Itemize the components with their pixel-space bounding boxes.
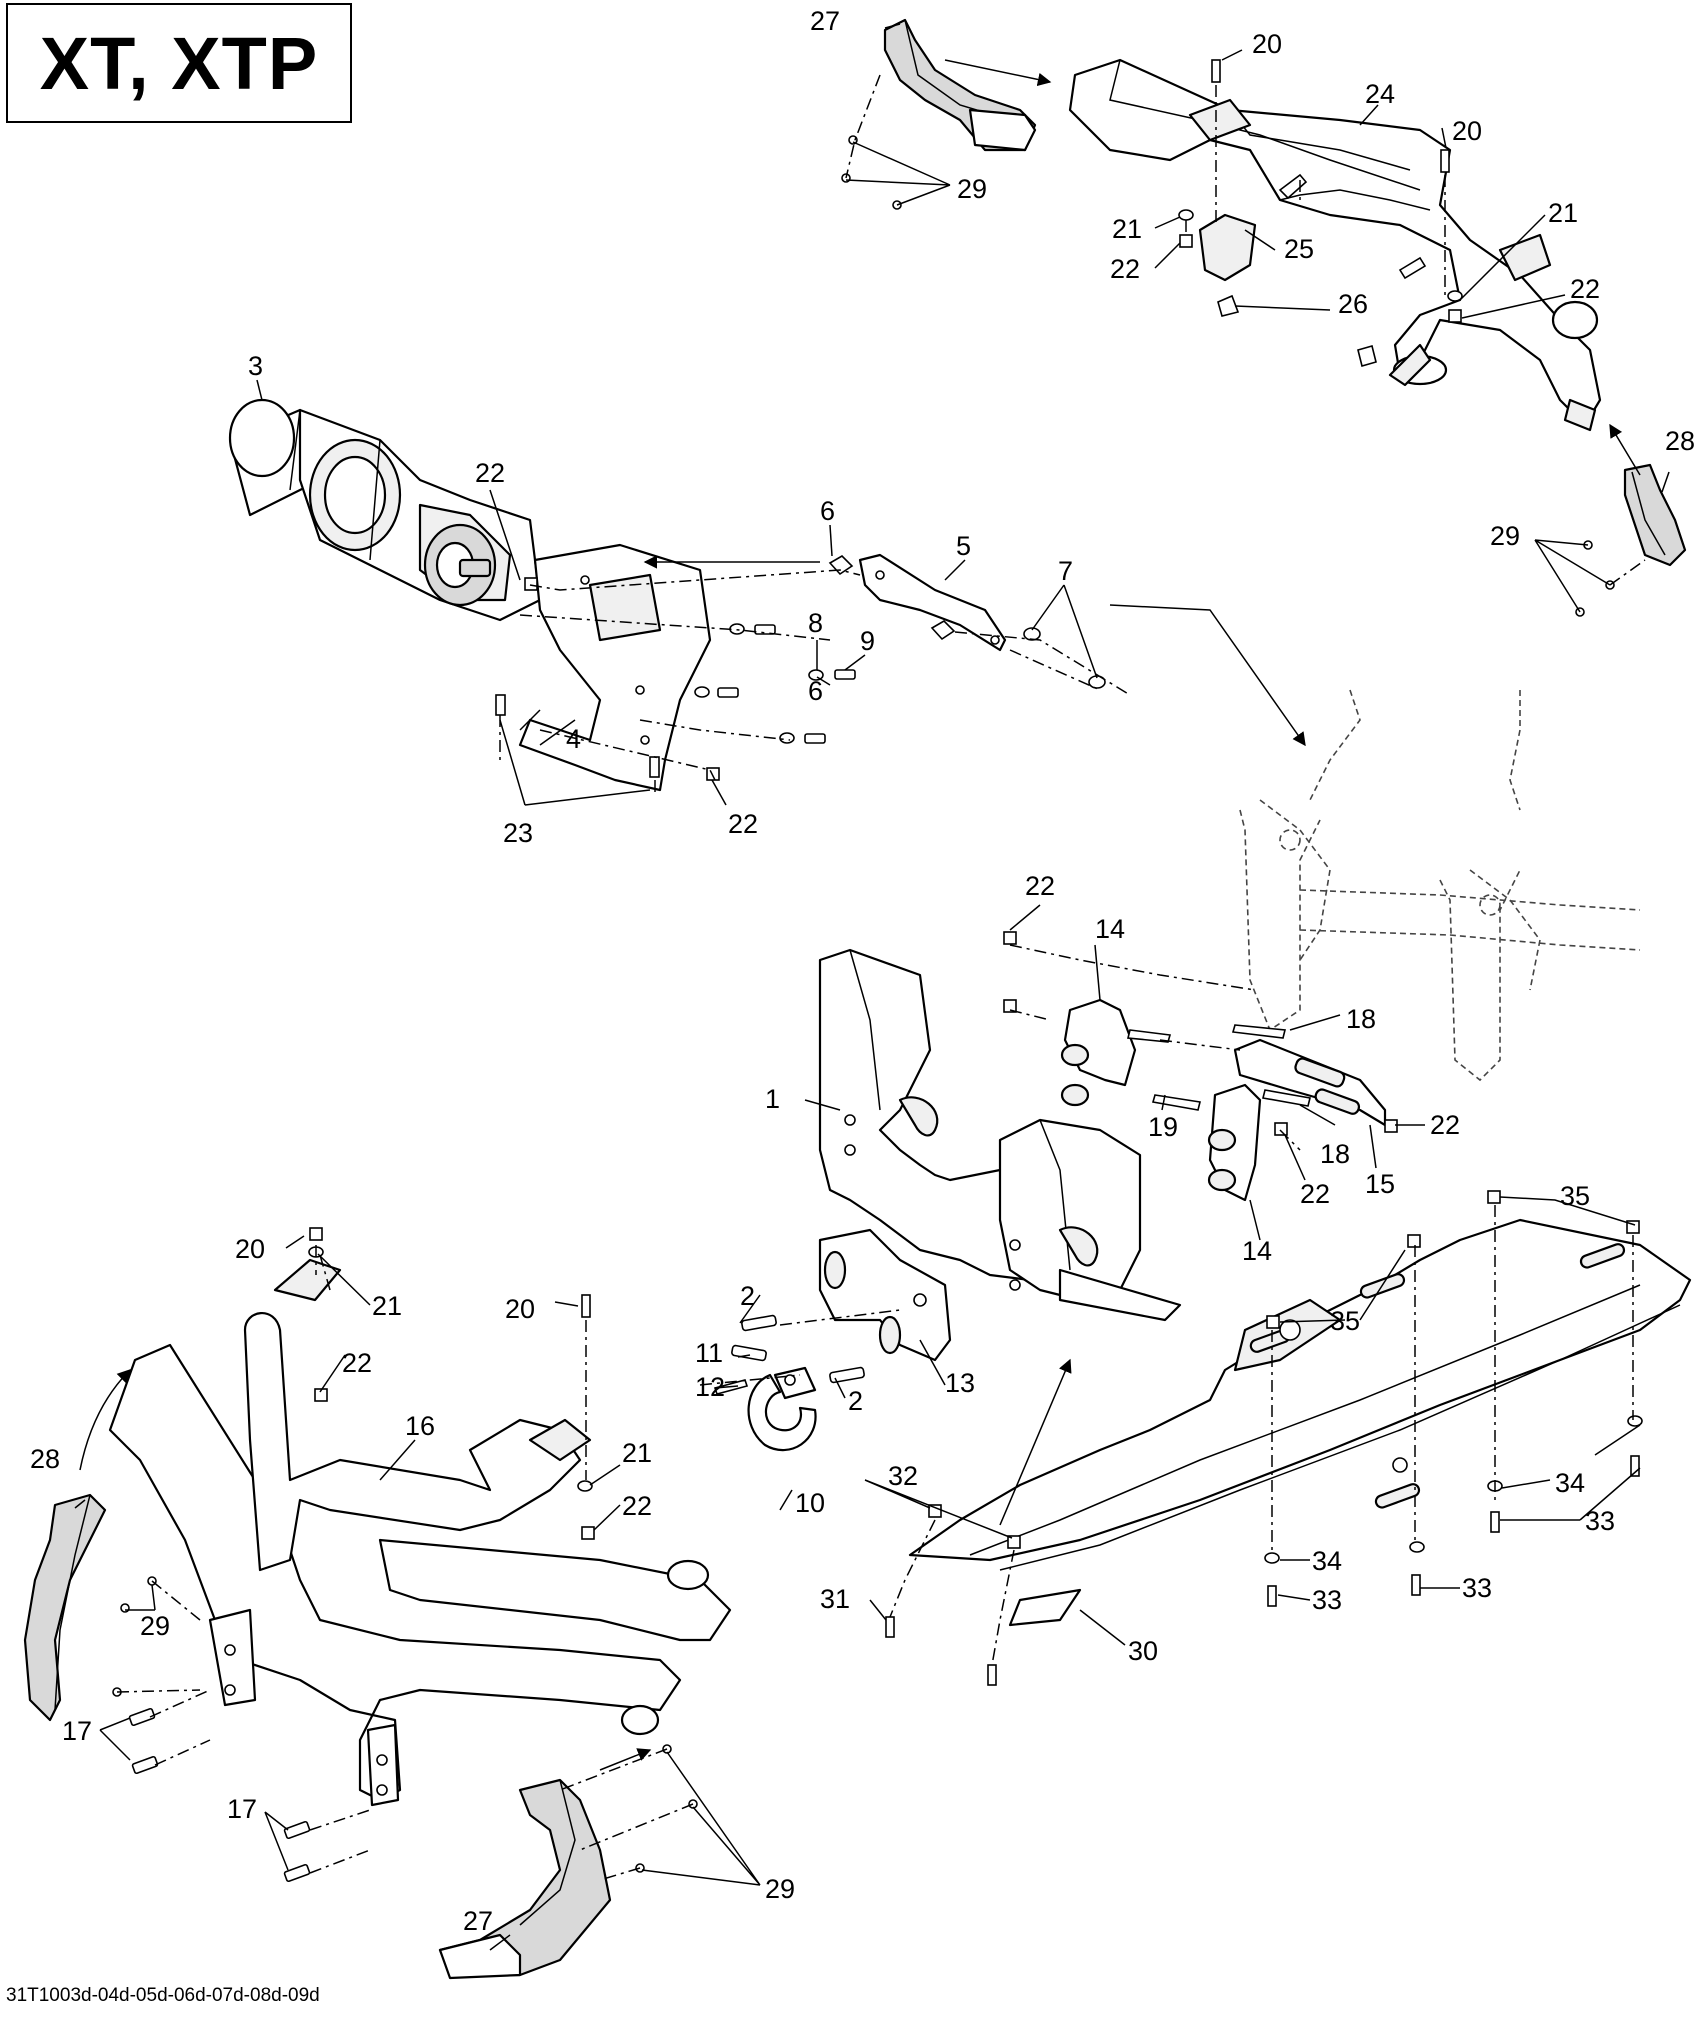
callout: 21 [622, 1438, 652, 1468]
tow-hook [747, 1366, 817, 1452]
callout: 1 [765, 1084, 780, 1114]
callout: 21 [1548, 198, 1578, 228]
callout: 6 [808, 676, 823, 706]
callout: 20 [1252, 29, 1282, 59]
hand-deflector-right [1623, 463, 1687, 567]
callout: 20 [235, 1234, 265, 1264]
callout: 34 [1312, 1546, 1342, 1576]
frame-reference-ghost [1239, 689, 1641, 1082]
callout: 31 [820, 1584, 850, 1614]
callout: 4 [566, 724, 581, 754]
hand-deflector-left [23, 1493, 107, 1722]
callout: 7 [1058, 556, 1073, 586]
callout: 27 [463, 1906, 493, 1936]
callout: 16 [405, 1411, 435, 1441]
callout: 25 [1284, 234, 1314, 264]
callout: 26 [1338, 289, 1368, 319]
callout: 29 [765, 1874, 795, 1904]
callout: 29 [140, 1611, 170, 1641]
callout: 34 [1555, 1468, 1585, 1498]
callout: 27 [810, 6, 840, 36]
callout: 22 [1430, 1110, 1460, 1140]
callout: 22 [342, 1348, 372, 1378]
callout: 35 [1560, 1181, 1590, 1211]
callout: 35 [1330, 1306, 1360, 1336]
callout: 21 [372, 1291, 402, 1321]
callout: 21 [1112, 214, 1142, 244]
callout: 32 [888, 1461, 918, 1491]
callout: 2 [848, 1386, 863, 1416]
callout: 22 [1300, 1179, 1330, 1209]
callout: 19 [1148, 1112, 1178, 1142]
callout: 5 [956, 531, 971, 561]
front-bumper-upper [1068, 58, 1602, 432]
callout: 22 [1570, 274, 1600, 304]
callout: 29 [1490, 521, 1520, 551]
callout: 18 [1346, 1004, 1376, 1034]
callout: 33 [1585, 1506, 1615, 1536]
callout: 22 [622, 1491, 652, 1521]
bracket-right [1207, 1083, 1262, 1202]
callout: 2 [740, 1281, 755, 1311]
callout: 14 [1242, 1236, 1272, 1266]
bracket-left [1060, 998, 1137, 1107]
callout: 15 [1365, 1169, 1395, 1199]
callout: 9 [860, 626, 875, 656]
callout: 14 [1095, 914, 1125, 944]
leader-lines [74, 23, 1670, 1951]
callout: 30 [1128, 1636, 1158, 1666]
callout: 22 [728, 809, 758, 839]
callout: 10 [795, 1488, 825, 1518]
front-bumper-lower [108, 1258, 732, 1807]
callout: 20 [505, 1294, 535, 1324]
callout: 18 [1320, 1139, 1350, 1169]
callout: 13 [945, 1368, 975, 1398]
callout: 22 [475, 458, 505, 488]
callout: 22 [1110, 254, 1140, 284]
hand-deflector-bottom [438, 1778, 612, 1980]
callout-numbers: 27 20 24 20 29 21 22 25 21 22 26 28 29 3… [30, 6, 1695, 1936]
callout: 17 [62, 1716, 92, 1746]
model-title: XT, XTP [39, 21, 319, 105]
callout: 11 [695, 1338, 723, 1368]
fairlead-bracket [858, 553, 1007, 652]
callout: 6 [820, 496, 835, 526]
callout: 24 [1365, 79, 1395, 109]
callout: 28 [1665, 426, 1695, 456]
callout: 33 [1462, 1573, 1492, 1603]
winch-mount-plate [518, 543, 712, 792]
winch [228, 398, 542, 622]
callout: 12 [695, 1372, 725, 1402]
callout: 28 [30, 1444, 60, 1474]
hitch-bracket [818, 1228, 952, 1362]
callout: 33 [1312, 1585, 1342, 1615]
callout: 23 [503, 818, 533, 848]
direction-arrows [79, 59, 1641, 1771]
callout: 20 [1452, 116, 1482, 146]
callout: 3 [248, 351, 263, 381]
callout: 29 [957, 174, 987, 204]
callout: 8 [808, 608, 823, 638]
drawing-code: 31T1003d-04d-05d-06d-07d-08d-09d [6, 1985, 320, 2006]
model-title-box: XT, XTP [6, 3, 352, 123]
hand-deflector-top [883, 18, 1037, 152]
callout: 17 [227, 1794, 257, 1824]
bumper-guard [818, 948, 1182, 1322]
callout: 22 [1025, 871, 1055, 901]
